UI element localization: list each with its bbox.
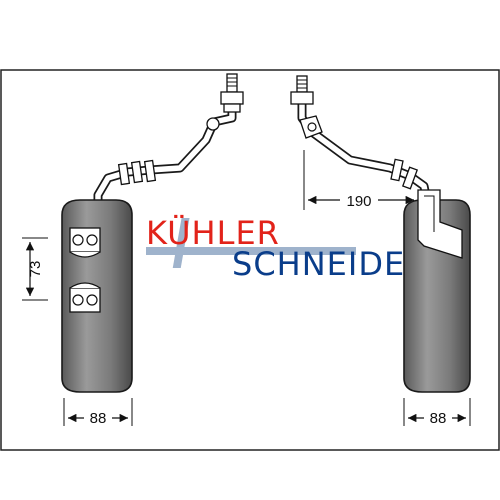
right-coupling-1 (390, 158, 404, 182)
dimension-height-left: 73 (22, 237, 48, 301)
left-receiver-drier (61, 73, 244, 393)
logo-bar (146, 247, 356, 255)
dimension-width-right: 88 (403, 398, 471, 427)
dimension-hose-length: 190 (303, 150, 414, 210)
dimension-hose-length-label: 190 (346, 193, 371, 210)
right-top-bracket (417, 189, 463, 259)
dimension-width-right-label: 88 (430, 410, 447, 427)
logo-part2: SCHNEIDER (232, 245, 428, 283)
right-hex-nut (290, 91, 314, 105)
left-clamp-top (69, 227, 101, 253)
brand-logo: KÜHLER SCHNEIDER (146, 214, 428, 283)
left-valve-thread (226, 73, 238, 93)
left-mount-bracket (206, 117, 220, 131)
left-clamp-bottom (69, 287, 101, 313)
left-hex-nut (220, 91, 244, 105)
dimension-width-left-label: 88 (90, 410, 107, 427)
dimension-width-left: 88 (63, 398, 133, 427)
dimension-height-left-label: 73 (27, 261, 44, 278)
drawing-frame (0, 69, 500, 451)
logo-part1: KÜHLER (146, 214, 280, 252)
right-receiver-drier (290, 75, 471, 393)
left-coupling-1 (143, 159, 157, 183)
